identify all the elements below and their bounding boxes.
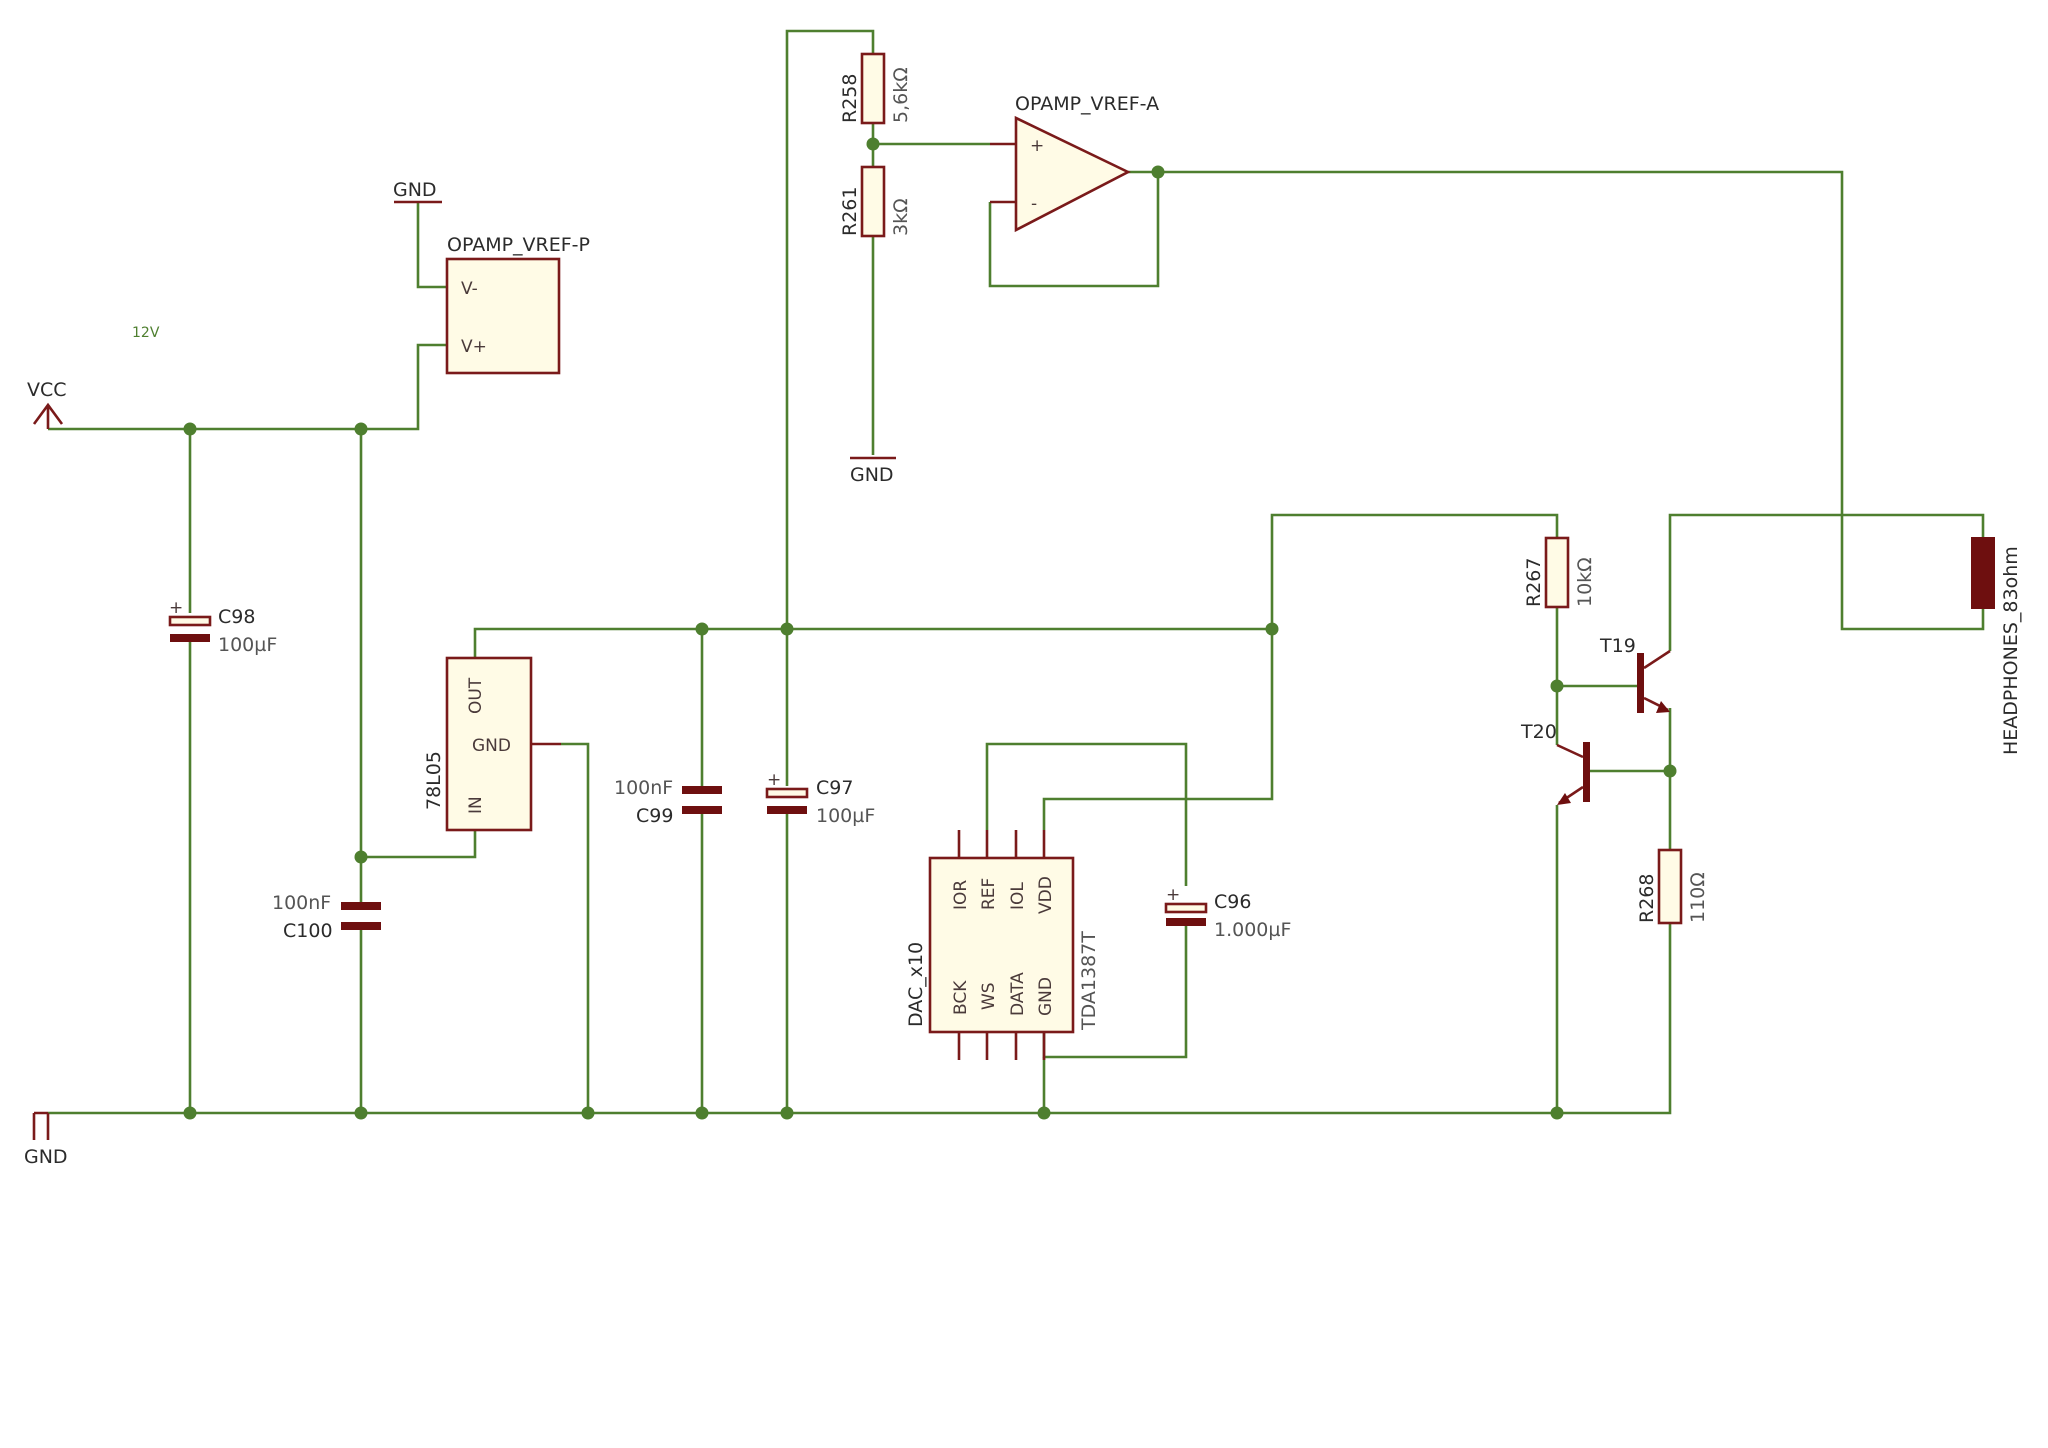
c96-name: C96 — [1214, 891, 1251, 913]
wires — [48, 29, 1985, 1115]
vcc-symbol: VCC — [27, 379, 67, 429]
capacitor-c96: + C96 1.000µF — [1164, 885, 1291, 941]
opamp-pin-minus: - — [1031, 194, 1037, 214]
opamp-pin-plus: + — [1030, 136, 1044, 156]
dac-pin-gnd: GND — [1036, 977, 1056, 1016]
capacitor-c97: + C97 100µF — [765, 770, 875, 827]
t20-label: T20 — [1520, 721, 1557, 743]
r258-value: 5,6kΩ — [890, 67, 912, 123]
supply-voltage-note: 12V — [132, 325, 160, 341]
regulator-name: 78L05 — [423, 751, 445, 810]
r268-name: R268 — [1636, 874, 1658, 923]
c100-name: C100 — [283, 920, 333, 942]
dac-part: TDA1387T — [1078, 931, 1100, 1031]
opamp-power-pin-vminus: V- — [461, 279, 478, 299]
gnd-symbol-main: GND — [24, 1111, 68, 1168]
c97-polarity: + — [767, 770, 781, 790]
capacitor-c99: 100nF C99 — [614, 777, 722, 827]
c98-polarity: + — [169, 598, 183, 618]
gnd-label-main: GND — [24, 1146, 68, 1168]
opamp-power-name: OPAMP_VREF-P — [447, 234, 590, 256]
regulator-pin-gnd: GND — [472, 736, 511, 756]
opamp-name: OPAMP_VREF-A — [1015, 93, 1159, 115]
gnd-label-divider: GND — [850, 464, 894, 486]
opamp-power-pin-vplus: V+ — [461, 337, 487, 357]
gnd-label-opamp: GND — [393, 179, 437, 201]
gnd-symbol-divider: GND — [850, 456, 896, 486]
r267-value: 10kΩ — [1574, 557, 1596, 607]
c97-name: C97 — [816, 777, 853, 799]
vcc-label: VCC — [27, 379, 67, 401]
c96-polarity: + — [1166, 885, 1180, 905]
regulator-pin-in: IN — [466, 796, 486, 814]
transistor-t19: T19 — [1599, 635, 1671, 713]
headphones-load: HEADPHONES_83ohm — [1971, 537, 2022, 755]
c97-value: 100µF — [816, 805, 875, 827]
r261-value: 3kΩ — [890, 198, 912, 236]
regulator-pin-out: OUT — [466, 677, 486, 714]
resistor-r261: R261 3kΩ — [839, 165, 912, 238]
dac-pin-ws: WS — [979, 982, 999, 1010]
dac-pin-ref: REF — [979, 878, 999, 910]
regulator-78l05: OUT GND IN 78L05 — [423, 656, 561, 832]
resistor-r268: R268 110Ω — [1636, 848, 1709, 925]
r267-name: R267 — [1523, 558, 1545, 607]
c100-value: 100nF — [272, 892, 331, 914]
c99-value: 100nF — [614, 777, 673, 799]
t19-label: T19 — [1599, 635, 1636, 657]
capacitor-c98: + C98 100µF — [168, 598, 277, 656]
dac-tda1387t: IOR REF IOL VDD BCK WS DATA GND DAC_x10 … — [905, 830, 1100, 1060]
junction-dots — [183, 137, 1677, 1120]
opamp-power-block: OPAMP_VREF-P V- V+ — [445, 234, 590, 375]
c98-name: C98 — [218, 606, 255, 628]
c99-name: C99 — [636, 805, 673, 827]
r268-value: 110Ω — [1687, 872, 1709, 923]
r258-name: R258 — [839, 74, 861, 123]
dac-pin-vdd: VDD — [1036, 876, 1056, 914]
c96-value: 1.000µF — [1214, 919, 1291, 941]
opamp-triangle: OPAMP_VREF-A + - — [990, 93, 1159, 233]
transistor-t20: T20 — [1520, 721, 1590, 805]
dac-pin-data: DATA — [1008, 972, 1028, 1016]
headphones-label: HEADPHONES_83ohm — [2000, 546, 2022, 755]
dac-pin-bck: BCK — [951, 980, 971, 1015]
resistor-r258: R258 5,6kΩ — [839, 52, 912, 125]
dac-name: DAC_x10 — [905, 942, 927, 1027]
c98-value: 100µF — [218, 634, 277, 656]
r261-name: R261 — [839, 187, 861, 236]
dac-pin-ior: IOR — [951, 880, 971, 910]
resistor-r267: R267 10kΩ — [1523, 536, 1596, 609]
dac-pin-iol: IOL — [1008, 882, 1028, 910]
capacitor-c100: 100nF C100 — [272, 892, 381, 942]
gnd-symbol-opamp: GND — [393, 179, 442, 204]
